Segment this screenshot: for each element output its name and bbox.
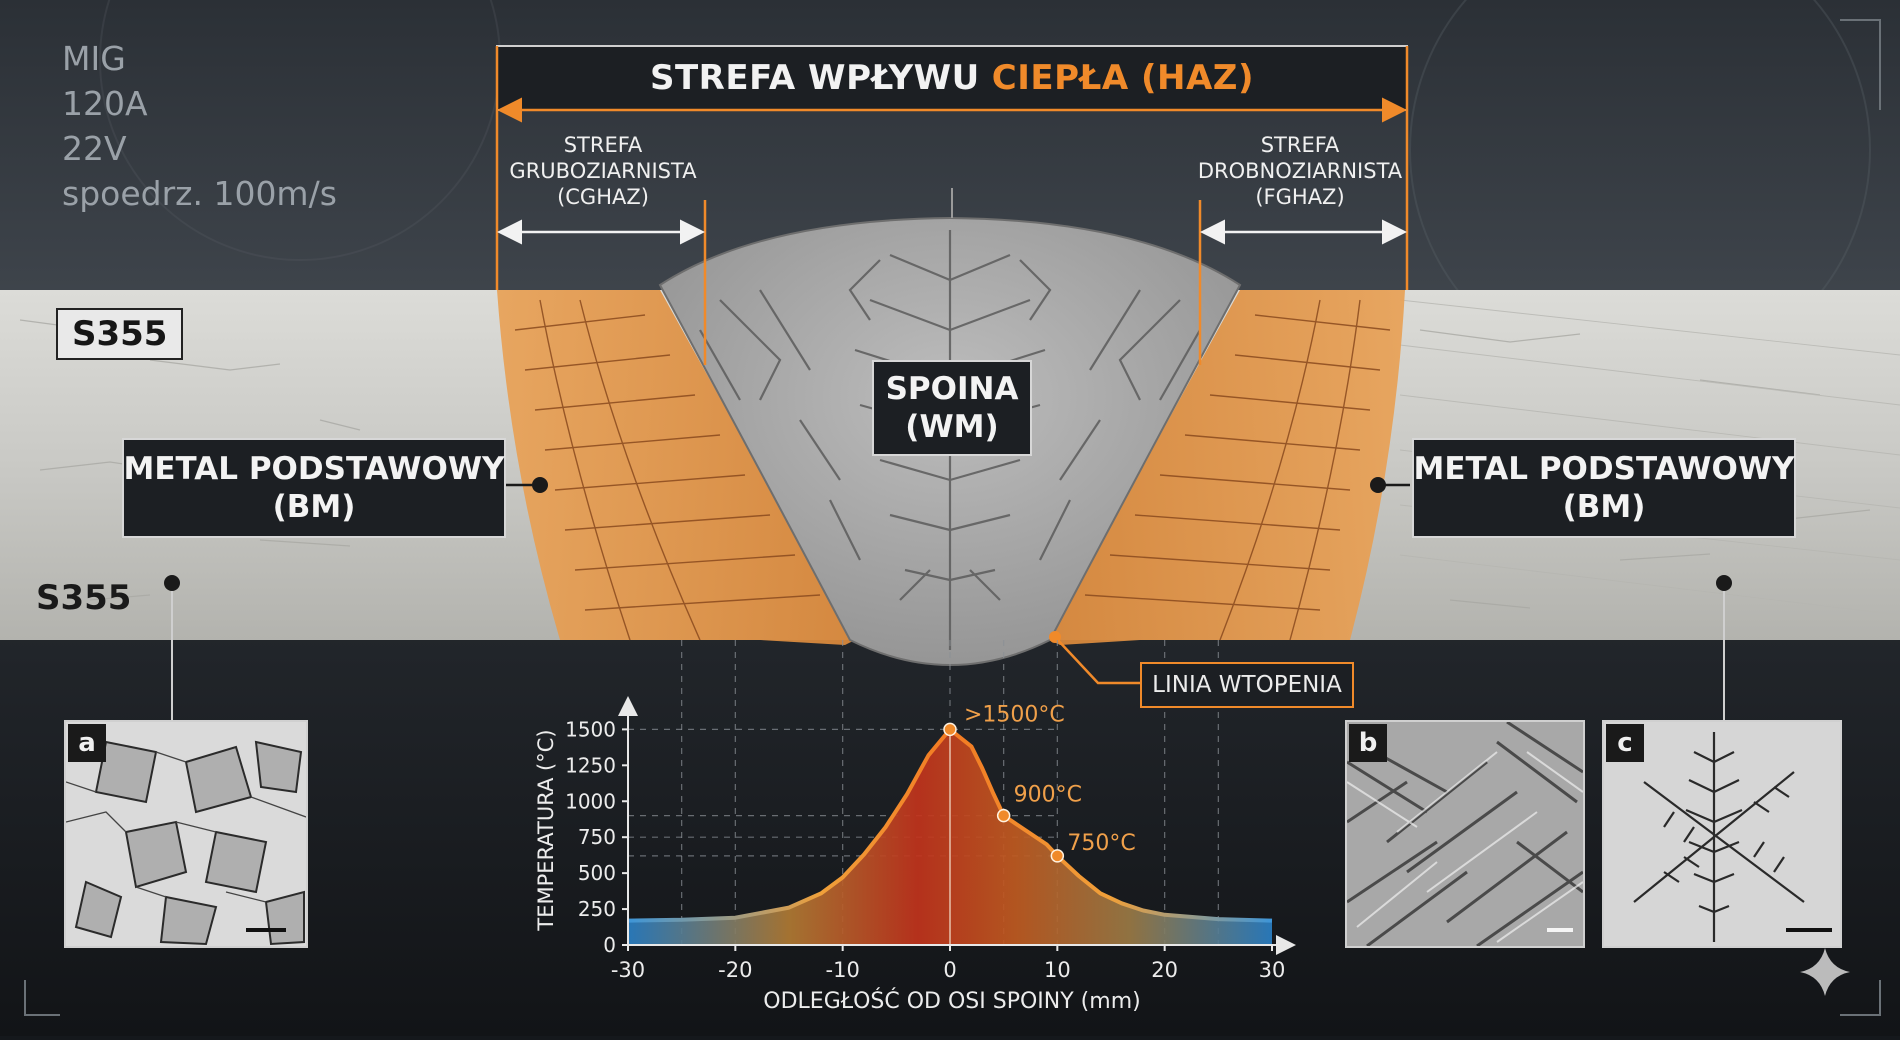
param-current: 120A: [62, 84, 148, 123]
x-axis-title: ODLEGŁOŚĆ OD OSI SPOINY (mm): [763, 988, 1140, 1014]
temperature-curve: [627, 727, 1273, 923]
haz-grain-lines: [514, 299, 1391, 641]
x-tick-label-4: 10: [1044, 958, 1071, 982]
micrograph-a-marker: [164, 575, 180, 591]
micrograph-c-tag: c: [1606, 724, 1644, 762]
fghaz-line-1: STREFA: [1260, 133, 1340, 157]
frame-corner-decoration: [24, 19, 1881, 1016]
x-tick-label-3: 0: [943, 958, 956, 982]
haz-title-accent: CIEPŁA (HAZ): [991, 58, 1254, 98]
cghaz-line-2: GRUBOZIARNISTA: [509, 159, 697, 183]
bm-left-line-1: METAL PODSTAWOWY: [123, 451, 505, 487]
sparkle-icon: [1800, 948, 1850, 996]
y-tick-label-2: 500: [578, 861, 616, 885]
bm-right-line-2: (BM): [1562, 489, 1646, 525]
fusion-line-label: LINIA WTOPENIA: [1140, 662, 1354, 708]
annotation-point-2: [1050, 849, 1065, 863]
y-tick-label-1: 250: [578, 897, 616, 921]
annotation-point-0: [943, 722, 957, 737]
annotation-point-1: [996, 808, 1011, 823]
param-process: MIG: [62, 39, 126, 78]
haz-title: STREFA WPŁYWU CIEPŁA (HAZ): [497, 46, 1407, 110]
temperature-chart: -30 -20 -10 0 10 20 30 0 250 500 750 1000 1250 1500OD…: [534, 640, 1296, 1014]
fghaz-label: STREFA DROBNOZIARNISTA (FGHAZ): [1195, 132, 1405, 210]
bm-left-marker: [532, 477, 548, 493]
y-tick-label-6: 1500: [565, 717, 616, 741]
micrograph-b: b: [1345, 720, 1585, 948]
x-tick-label-2: -10: [826, 958, 860, 982]
steel-grade-top: S355: [56, 308, 184, 360]
param-speed: spoedrz. 100m/s: [62, 174, 337, 213]
weld-label-line-2: (WM): [905, 409, 999, 445]
base-metal-right-label: METAL PODSTAWOWY (BM): [1412, 438, 1796, 538]
weld-metal-label: SPOINA (WM): [872, 360, 1032, 456]
haz-right-region: [1050, 290, 1405, 645]
micrograph-c-marker: [1716, 575, 1732, 591]
micrograph-c-texture: [1604, 722, 1840, 946]
steel-grade-bottom: S355: [36, 578, 132, 618]
y-tick-label-4: 1000: [565, 789, 616, 813]
bm-left-line-2: (BM): [272, 489, 356, 525]
annotation-label-1: 900°C: [1014, 783, 1082, 808]
cghaz-line-1: STREFA: [563, 133, 643, 157]
fusion-line-marker: [1049, 631, 1061, 643]
bm-right-marker: [1370, 477, 1386, 493]
x-tick-label-1: -20: [718, 958, 752, 982]
y-axis-title: TEMPERATURA (°C): [534, 729, 558, 931]
base-metal-left-label: METAL PODSTAWOWY (BM): [122, 438, 506, 538]
param-voltage: 22V: [62, 129, 127, 168]
welding-parameters: MIG 120A 22V spoedrz. 100m/s: [62, 36, 337, 216]
fghaz-line-3: (FGHAZ): [1255, 185, 1345, 209]
bm-right-line-1: METAL PODSTAWOWY: [1413, 451, 1795, 487]
y-tick-label-3: 750: [578, 825, 616, 849]
micrograph-a-texture: [66, 722, 306, 946]
x-tick-label-0: -30: [611, 958, 645, 982]
micrograph-a-tag: a: [68, 724, 106, 762]
micrograph-b-tag: b: [1349, 724, 1387, 762]
fghaz-line-2: DROBNOZIARNISTA: [1197, 159, 1403, 183]
haz-left-region: [497, 290, 855, 645]
y-tick-label-5: 1250: [565, 753, 616, 777]
y-tick-label-0: 0: [603, 933, 616, 957]
micrograph-a: a: [64, 720, 308, 948]
x-tick-label-6: 30: [1259, 958, 1286, 982]
micrograph-c: c: [1602, 720, 1842, 948]
x-tick-label-5: 20: [1151, 958, 1178, 982]
annotation-label-2: 750°C: [1067, 831, 1135, 856]
annotation-label-0: >1500°C: [964, 702, 1065, 727]
cghaz-label: STREFA GRUBOZIARNISTA (CGHAZ): [505, 132, 701, 210]
haz-title-main: STREFA WPŁYWU: [650, 58, 980, 98]
fusion-line-leader: [1054, 636, 1140, 685]
weld-label-line-1: SPOINA: [885, 371, 1019, 407]
cghaz-line-3: (CGHAZ): [557, 185, 649, 209]
